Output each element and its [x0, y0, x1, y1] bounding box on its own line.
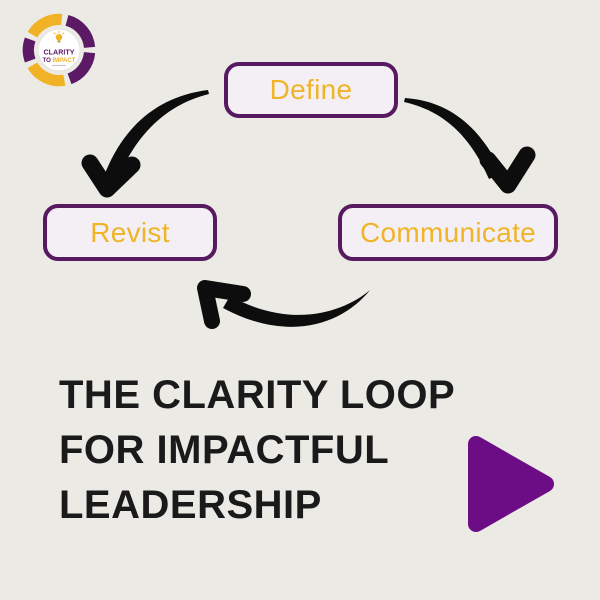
page-title: THE CLARITY LOOP FOR IMPACTFUL LEADERSHI…: [59, 368, 455, 533]
play-icon: [468, 436, 554, 532]
arrowhead-icon: [197, 280, 251, 329]
diagram-node-define: Define: [224, 62, 398, 118]
title-line-1: THE CLARITY LOOP: [59, 373, 456, 417]
logo-ring-segment-yellow-bottom: [27, 62, 66, 87]
title-line-3: LEADERSHIP: [59, 483, 322, 527]
diagram-node-revist: Revist: [43, 204, 217, 261]
logo-ring-segment-purple-left: [22, 37, 36, 63]
arrow-shaft: [104, 90, 209, 181]
arrow-define-to-communicate: [404, 98, 536, 194]
logo-center-disc: [37, 28, 81, 72]
arrowhead-icon: [81, 154, 141, 198]
logo-ring-segment-purple-topright: [65, 14, 96, 49]
arrow-communicate-to-revist: [197, 280, 370, 329]
logo-ring-segment-purple-right: [67, 51, 96, 85]
logo-tagline-text: [51, 64, 67, 66]
title-line-2: FOR IMPACTFUL: [59, 428, 390, 472]
diagram-node-communicate: Communicate: [338, 204, 558, 261]
play-button[interactable]: [458, 426, 562, 542]
node-label: Revist: [90, 216, 170, 248]
arrowhead-icon: [479, 146, 536, 194]
arrow-shaft: [223, 290, 370, 327]
arrow-define-to-revist: [81, 90, 209, 198]
logo-ring-segment-yellow-topleft: [27, 13, 63, 38]
arrow-shaft: [404, 98, 502, 179]
node-label: Communicate: [359, 216, 537, 248]
node-label: Define: [269, 74, 353, 105]
logo-wordmark-line1: CLARITY: [44, 49, 75, 57]
lightbulb-icon: [53, 30, 65, 43]
